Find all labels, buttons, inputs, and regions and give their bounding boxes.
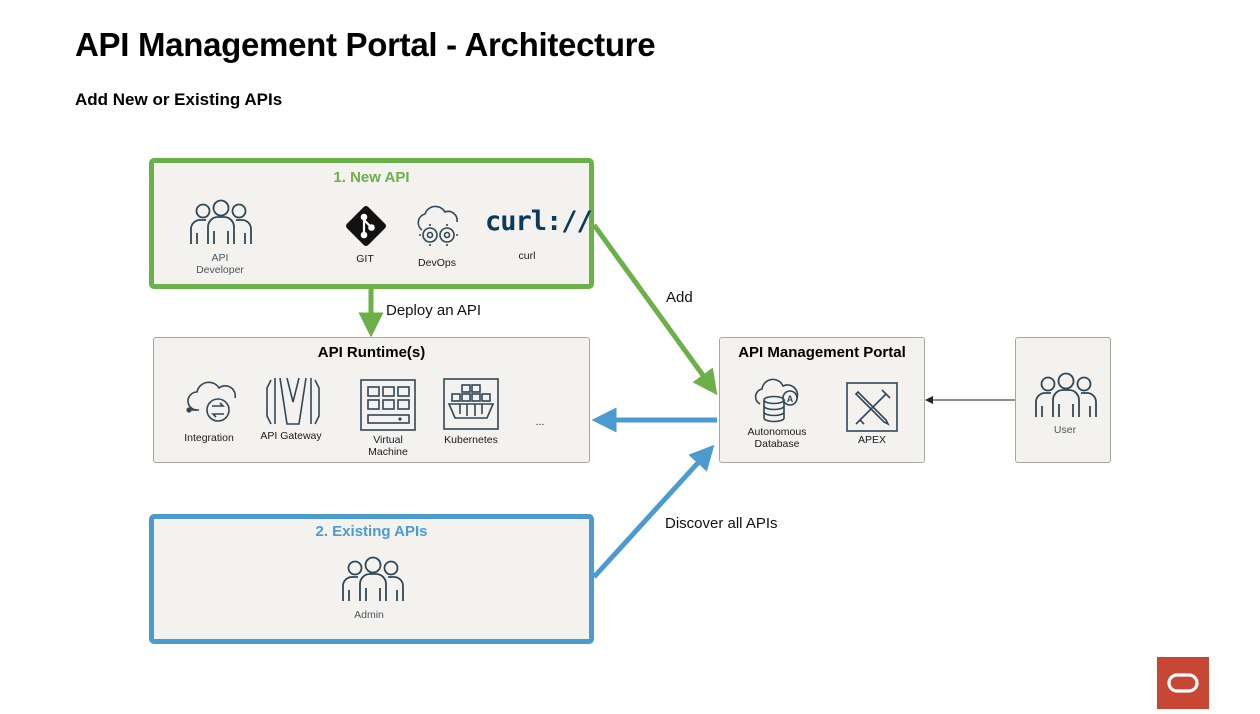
oracle-logo — [1157, 657, 1209, 709]
add-arrow — [591, 223, 718, 396]
autonomous-database-icon: A — [754, 378, 799, 423]
api-runtimes-title: API Runtime(s) — [317, 344, 426, 361]
autonomous-database-label: Autonomous Database — [738, 426, 816, 450]
apex-label: APEX — [857, 434, 886, 446]
discover-arrow — [592, 444, 715, 579]
devops-label: DevOps — [418, 257, 456, 269]
apex-icon — [846, 382, 898, 432]
integration-icon — [186, 381, 237, 422]
virtual-machine-label-line1: Virtual — [373, 434, 403, 446]
curl-label: curl — [518, 250, 536, 262]
api-gateway-icon — [266, 377, 320, 425]
page-title: API Management Portal - Architecture — [75, 26, 656, 63]
integration-label: Integration — [184, 432, 234, 444]
more-runtimes-ellipsis: ... — [535, 416, 545, 428]
kubernetes-icon — [443, 378, 499, 430]
curl-logo-icon: curl:// — [485, 206, 593, 237]
admin-label: Admin — [354, 609, 384, 621]
api-developer-label-line2: Developer — [196, 264, 244, 277]
api-management-portal-box: API Management Portal — [719, 337, 925, 463]
existing-apis-title: 2. Existing APIs — [315, 523, 428, 540]
git-icon — [346, 206, 386, 246]
api-gateway-label: API Gateway — [260, 430, 322, 442]
api-management-portal-title: API Management Portal — [738, 344, 906, 361]
api-developer-label-line1: API — [211, 252, 229, 264]
page-subtitle: Add New or Existing APIs — [75, 90, 283, 109]
virtual-machine-label-line2: Machine — [368, 446, 408, 459]
devops-icon — [417, 205, 458, 246]
discover-all-apis-label: Discover all APIs — [665, 515, 778, 532]
admin-icon — [342, 556, 404, 601]
new-api-title: 1. New API — [333, 169, 410, 186]
autonomous-database-label-line2: Database — [754, 438, 800, 451]
add-label: Add — [666, 289, 693, 306]
api-developer-label: API Developer — [180, 252, 260, 276]
api-developer-icon — [190, 199, 252, 244]
oracle-logo-icon — [1167, 673, 1199, 693]
user-icon — [1035, 372, 1097, 417]
git-label: GIT — [356, 253, 374, 265]
deploy-api-label: Deploy an API — [386, 302, 482, 319]
user-label: User — [1053, 424, 1077, 436]
existing-apis-box: 2. Existing APIs — [149, 514, 594, 644]
virtual-machine-label: Virtual Machine — [355, 434, 421, 458]
svg-text:A: A — [787, 394, 794, 404]
kubernetes-label: Kubernetes — [444, 434, 498, 446]
autonomous-database-label-line1: Autonomous — [747, 426, 807, 438]
virtual-machine-icon — [360, 379, 416, 431]
